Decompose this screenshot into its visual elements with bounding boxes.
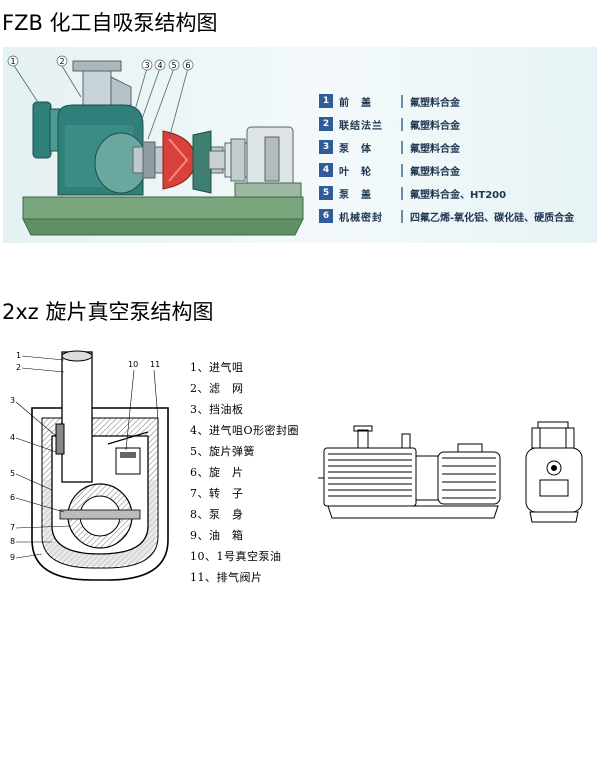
part-list-item: 2、滤 网 [190,382,244,395]
fzb-legend-row: 3 泵 体 氟塑料合金 [319,139,460,155]
fzb-callout-4: 4 [157,61,162,70]
legend-number-badge: 5 [319,186,333,200]
legend-part-name: 叶 轮 [339,166,372,178]
fzb-callouts: 1 2 3 4 5 6 [7,55,194,71]
legend-material: 氟塑料合金 [410,143,460,155]
xz-title: 2xz 旋片真空泵结构图 [2,300,214,324]
legend-divider [401,186,403,200]
legend-part-name: 联结法兰 [339,120,383,132]
legend-number-badge: 2 [319,117,333,131]
part-list-item: 11、排气阀片 [190,571,263,584]
legend-number-badge: 1 [319,94,333,108]
legend-material: 氟塑料合金 [410,97,460,109]
xz-section-drawing: 1 2 3 4 5 6 7 8 9 10 11 [10,350,169,581]
xz-external-views [318,421,583,523]
legend-number-badge: 6 [319,209,333,223]
xz-callout-6: 6 [10,493,15,502]
fzb-callout-1: 1 [10,57,15,66]
fzb-legend-row: 1 前 盖 氟塑料合金 [319,93,460,109]
part-list-item: 5、旋片弹簧 [190,445,255,458]
legend-material: 氟塑料合金、HT200 [410,189,507,201]
xz-callout-4: 4 [10,433,15,442]
fzb-callout-6: 6 [185,61,190,70]
legend-material: 氟塑料合金 [410,120,460,132]
legend-material: 氟塑料合金 [410,166,460,178]
xz-callouts: 1 2 3 4 5 6 7 8 9 10 11 [10,351,160,562]
legend-part-name: 机械密封 [339,212,383,224]
xz-callout-8: 8 [10,537,15,546]
part-list-item: 9、油 箱 [190,529,244,542]
legend-part-name: 泵 盖 [339,189,372,201]
fzb-callout-2: 2 [59,57,64,66]
part-list-item: 4、进气咀O形密封圈 [190,424,300,437]
fzb-legend-row: 6 机械密封 四氟乙烯-氧化铝、碳化硅、硬质合金 [319,208,574,224]
part-list-item: 7、转 子 [190,487,244,500]
xz-callout-3: 3 [10,396,15,405]
fzb-legend-row: 4 叶 轮 氟塑料合金 [319,162,460,178]
xz-callout-5: 5 [10,469,15,478]
fzb-diagram-panel: 1 2 3 4 5 6 1 前 盖 氟塑料合金 2 联结法兰 氟塑料合金 3 泵… [3,47,597,243]
fzb-callout-5: 5 [171,61,176,70]
legend-number-badge: 4 [319,163,333,177]
legend-number-badge: 3 [319,140,333,154]
xz-callout-9: 9 [10,553,15,562]
fzb-legend-row: 2 联结法兰 氟塑料合金 [319,116,460,132]
legend-material: 四氟乙烯-氧化铝、碳化硅、硬质合金 [410,212,575,224]
legend-divider [401,94,403,108]
fzb-callout-3: 3 [144,61,149,70]
fzb-pump-drawing: 1 2 3 4 5 6 [7,55,304,236]
xz-callout-10: 10 [128,360,138,369]
fzb-legend-row: 5 泵 盖 氟塑料合金、HT200 [319,185,506,201]
legend-divider [401,117,403,131]
part-list-item: 10、1号真空泵油 [190,550,282,563]
xz-callout-2: 2 [16,363,21,372]
xz-callout-7: 7 [10,523,15,532]
fzb-title: FZB 化工自吸泵结构图 [2,11,218,35]
legend-divider [401,140,403,154]
xz-callout-11: 11 [150,360,160,369]
legend-divider [401,209,403,223]
part-list-item: 1、进气咀 [190,361,244,374]
part-list-item: 3、挡油板 [190,403,244,416]
part-list-item: 6、旋 片 [190,466,244,479]
xz-callout-1: 1 [16,351,21,360]
legend-part-name: 泵 体 [339,143,372,155]
part-list-item: 8、泵 身 [190,508,244,521]
legend-divider [401,163,403,177]
legend-part-name: 前 盖 [339,97,372,109]
